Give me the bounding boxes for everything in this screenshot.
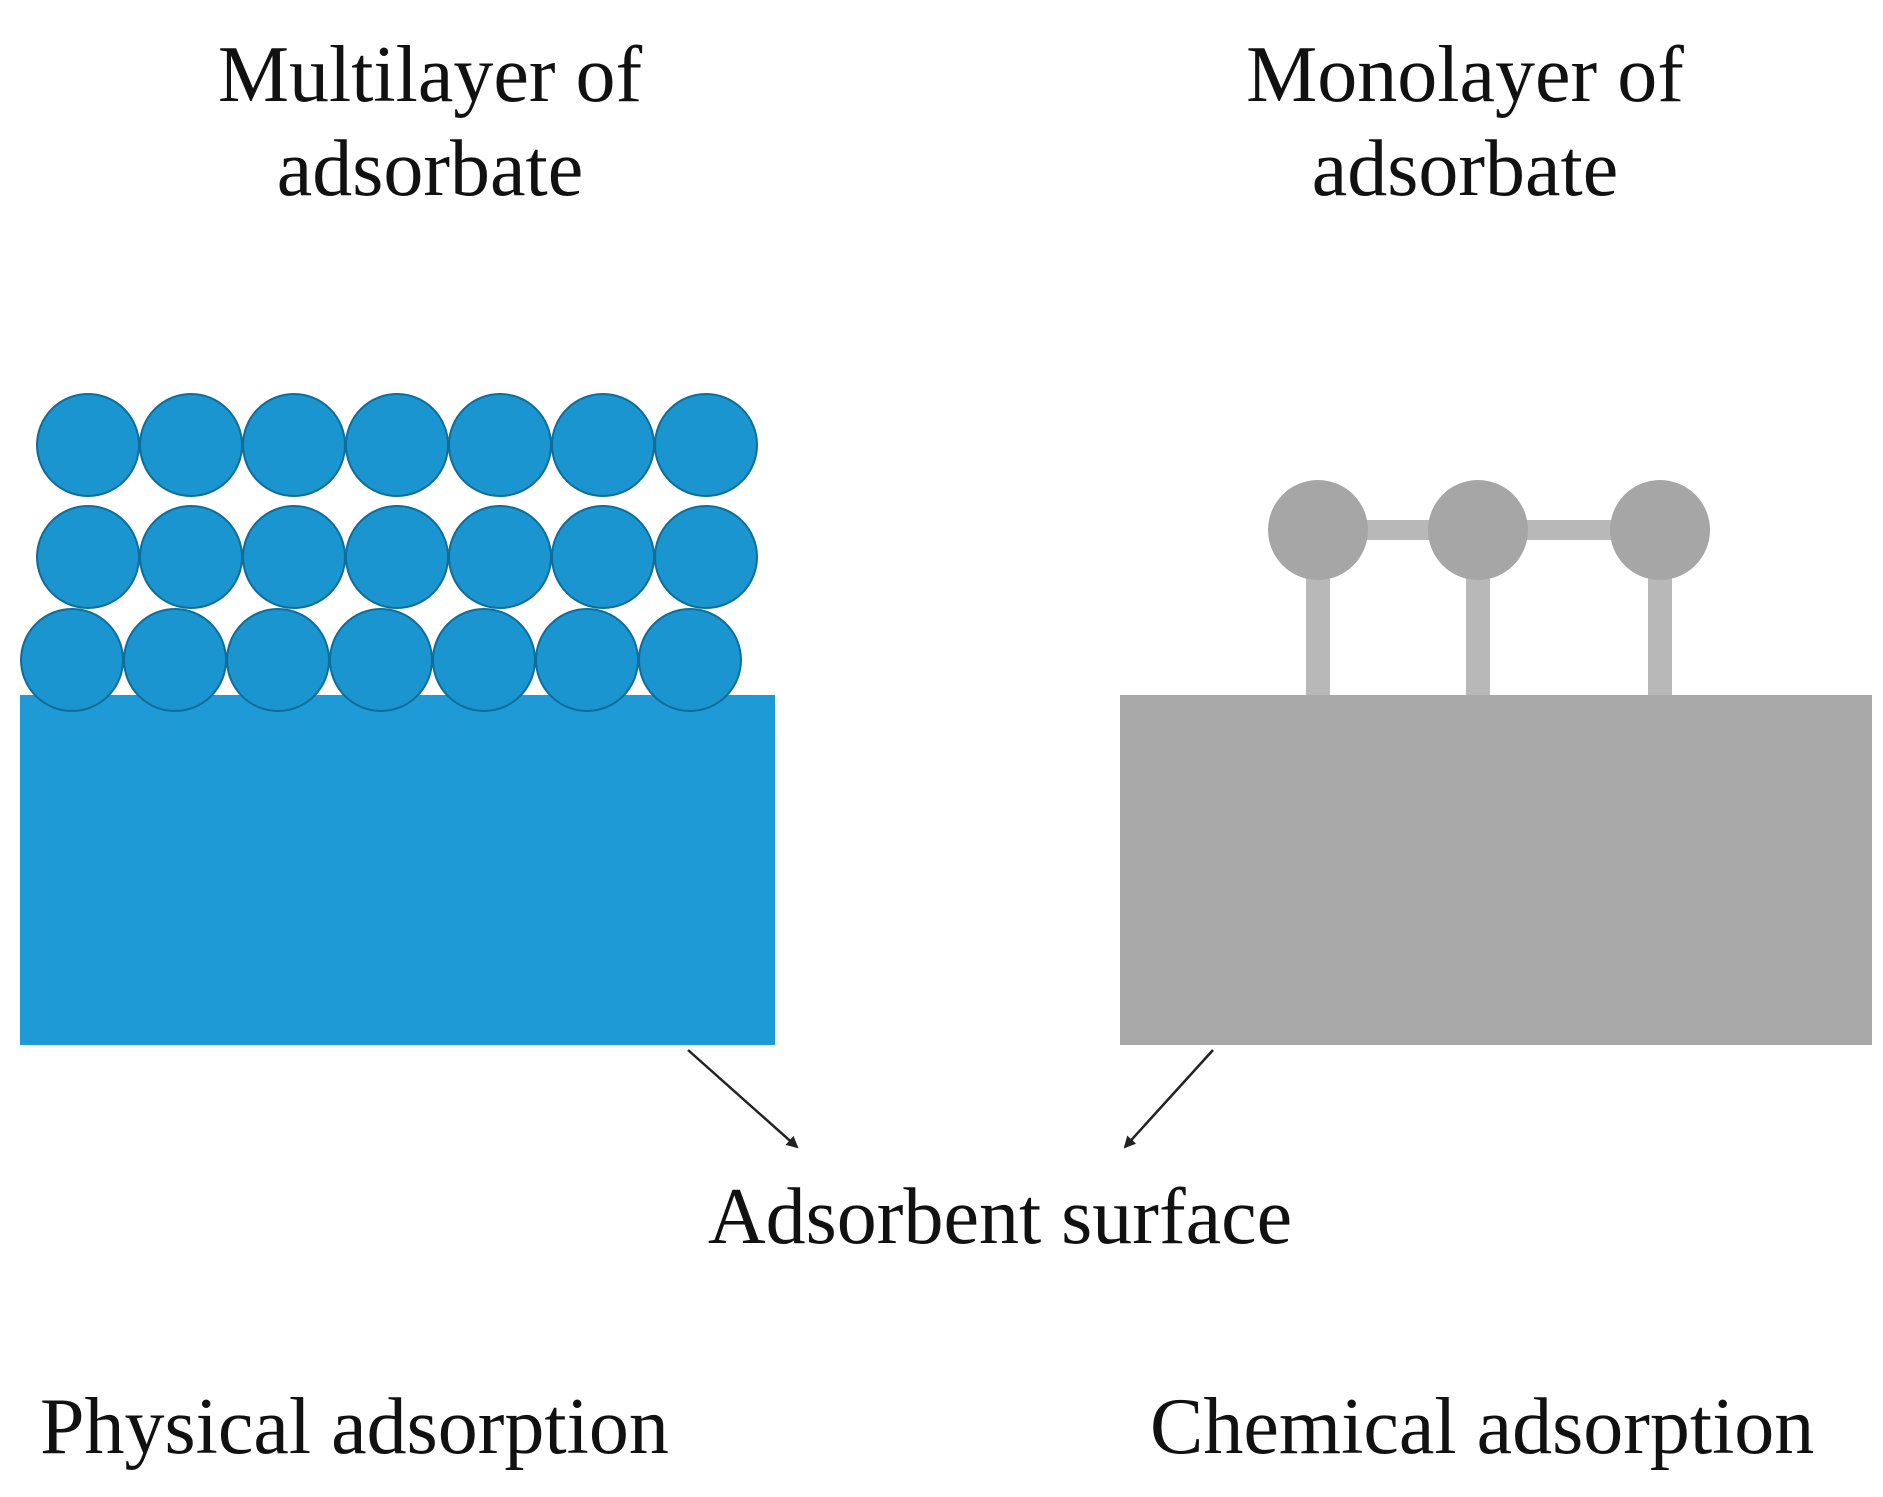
adsorbate-particle (432, 608, 536, 712)
adsorbate-particle (20, 608, 124, 712)
physical-adsorbate-multilayer (20, 393, 758, 712)
adsorbate-atom (1428, 480, 1528, 580)
adsorbate-particle (345, 505, 449, 609)
monolayer-title: Monolayer of adsorbate (1215, 28, 1715, 217)
adsorbate-atom (1610, 480, 1710, 580)
adsorbate-particle (36, 505, 140, 609)
adsorbate-particle (654, 393, 758, 497)
adsorbate-particle (226, 608, 330, 712)
adsorbate-particle (535, 608, 639, 712)
adsorbate-particle (551, 505, 655, 609)
monolayer-title-line1: Monolayer of (1246, 31, 1684, 119)
adsorbate-atom (1268, 480, 1368, 580)
adsorbate-particle (123, 608, 227, 712)
adsorbate-particle (448, 505, 552, 609)
adsorbate-particle (345, 393, 449, 497)
adsorbate-particle (36, 393, 140, 497)
chemical-adsorption-label: Chemical adsorption (1150, 1383, 1815, 1471)
adsorbate-particle (139, 393, 243, 497)
adsorbate-particle (638, 608, 742, 712)
adsorbate-particle (242, 393, 346, 497)
adsorbate-particle (329, 608, 433, 712)
chemical-adsorbent-surface (1120, 695, 1872, 1045)
adsorbate-particle (448, 393, 552, 497)
surface-anchor-bond (1306, 565, 1330, 695)
multilayer-title-line1: Multilayer of (217, 31, 643, 119)
surface-anchor-bond (1648, 565, 1672, 695)
adsorbate-particle (139, 505, 243, 609)
chemical-adsorbate-monolayer (1268, 480, 1710, 695)
adsorbate-particle (551, 393, 655, 497)
adsorbate-particle (242, 505, 346, 609)
physical-adsorbent-surface (20, 695, 775, 1045)
monolayer-title-line2: adsorbate (1311, 125, 1619, 214)
physical-adsorption-label: Physical adsorption (40, 1383, 669, 1471)
adsorbent-surface-label: Adsorbent surface (707, 1173, 1293, 1261)
multilayer-title: Multilayer of adsorbate (180, 28, 680, 217)
multilayer-title-line2: adsorbate (276, 125, 584, 214)
surface-anchor-bond (1466, 565, 1490, 695)
adsorbate-particle (654, 505, 758, 609)
arrow-left (687, 1049, 799, 1149)
arrow-right (1123, 1049, 1214, 1149)
